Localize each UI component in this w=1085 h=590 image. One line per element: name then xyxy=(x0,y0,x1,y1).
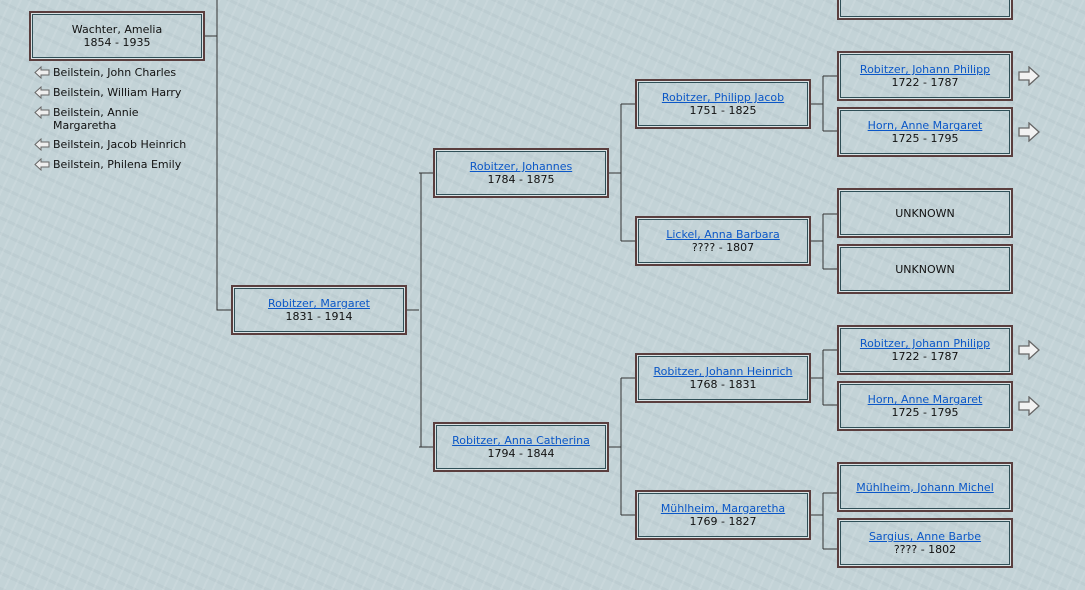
gg-grandparent-name-link[interactable]: Sargius, Anne Barbe xyxy=(868,530,982,543)
grandparent-name-link[interactable]: Robitzer, Anna Catherina xyxy=(452,434,590,447)
right-arrow-icon[interactable] xyxy=(1018,396,1040,416)
gg-grandparent-name-link[interactable]: Robitzer, Johann Philipp xyxy=(859,63,991,76)
gg-grandparent-dates: 1725 - 1795 xyxy=(891,132,959,145)
great-grandparent-dates: ???? - 1807 xyxy=(691,241,755,254)
child-name: Beilstein, John Charles xyxy=(53,66,177,79)
gg-grandparent-box: Horn, Anne Margaret 1725 - 1795 xyxy=(837,381,1013,431)
gg-grandparent-name-link[interactable]: Horn, Anne Margaret xyxy=(867,393,983,406)
unknown-label: UNKNOWN xyxy=(895,262,955,276)
gg-grandparent-dates: ???? - 1802 xyxy=(893,543,957,556)
left-arrow-icon xyxy=(34,66,50,79)
right-arrow-icon[interactable] xyxy=(1018,340,1040,360)
gg-grandparent-dates: 1722 - 1787 xyxy=(891,76,959,89)
child-item[interactable]: Beilstein, John Charles xyxy=(34,66,203,79)
great-grandparent-name-link[interactable]: Robitzer, Philipp Jacob xyxy=(661,91,785,104)
mother-person-box: Robitzer, Margaret 1831 - 1914 xyxy=(231,285,407,335)
great-grandparent-box: Robitzer, Philipp Jacob 1751 - 1825 xyxy=(635,79,811,129)
left-arrow-icon xyxy=(34,138,50,151)
gg-grandparent-name-link[interactable]: Robitzer, Johann Philipp xyxy=(859,337,991,350)
right-arrow-icon[interactable] xyxy=(1018,66,1040,86)
great-grandparent-box: Lickel, Anna Barbara ???? - 1807 xyxy=(635,216,811,266)
gg-grandparent-name-link[interactable]: Mühlheim, Johann Michel xyxy=(856,480,994,494)
gg-grandparent-box: Robitzer, Johann Philipp 1722 - 1787 xyxy=(837,325,1013,375)
great-grandparent-name-link[interactable]: Robitzer, Johann Heinrich xyxy=(653,365,793,378)
gg-grandparent-box: UNKNOWN xyxy=(837,188,1013,238)
grandparent-dates: 1794 - 1844 xyxy=(487,447,555,460)
great-grandparent-dates: 1751 - 1825 xyxy=(689,104,757,117)
gg-grandparent-name-link[interactable]: Horn, Anne Margaret xyxy=(867,119,983,132)
child-name: Beilstein, Jacob Heinrich xyxy=(53,138,187,151)
gg-grandparent-box: Mühlheim, Johann Michel xyxy=(837,462,1013,512)
child-name: Beilstein, Annie Margaretha xyxy=(53,106,139,132)
subject-name: Wachter, Amelia xyxy=(71,23,163,36)
great-grandparent-dates: 1769 - 1827 xyxy=(689,515,757,528)
left-arrow-icon xyxy=(34,86,50,99)
left-arrow-icon xyxy=(34,158,50,171)
right-arrow-icon[interactable] xyxy=(1018,122,1040,142)
grandparent-name-link[interactable]: Robitzer, Johannes xyxy=(469,160,573,173)
child-name: Beilstein, Philena Emily xyxy=(53,158,182,171)
great-grandparent-name-link[interactable]: Lickel, Anna Barbara xyxy=(666,228,780,241)
great-grandparent-box: Mühlheim, Margaretha 1769 - 1827 xyxy=(635,490,811,540)
great-grandparent-box: Robitzer, Johann Heinrich 1768 - 1831 xyxy=(635,353,811,403)
grandparent-box: Robitzer, Johannes 1784 - 1875 xyxy=(433,148,609,198)
great-grandparent-name-link[interactable]: Mühlheim, Margaretha xyxy=(660,502,786,515)
gg-grandparent-box: Robitzer, Johann Philipp 1722 - 1787 xyxy=(837,51,1013,101)
gg-grandparent-box: Sargius, Anne Barbe ???? - 1802 xyxy=(837,518,1013,568)
left-arrow-icon xyxy=(34,106,50,119)
gg-grandparent-box: Horn, Anne Margaret 1725 - 1795 xyxy=(837,107,1013,157)
gg-grandparent-box: UNKNOWN xyxy=(837,244,1013,294)
child-item[interactable]: Beilstein, Jacob Heinrich xyxy=(34,138,203,151)
grandparent-box: Robitzer, Anna Catherina 1794 - 1844 xyxy=(433,422,609,472)
child-item[interactable]: Beilstein, Philena Emily xyxy=(34,158,203,171)
subject-person-box: Wachter, Amelia 1854 - 1935 xyxy=(29,11,205,61)
partial-ancestor-box xyxy=(837,0,1013,20)
subject-dates: 1854 - 1935 xyxy=(83,36,151,49)
mother-name-link[interactable]: Robitzer, Margaret xyxy=(268,297,370,310)
great-grandparent-dates: 1768 - 1831 xyxy=(689,378,757,391)
gg-grandparent-dates: 1722 - 1787 xyxy=(891,350,959,363)
child-item[interactable]: Beilstein, William Harry xyxy=(34,86,203,99)
child-item[interactable]: Beilstein, Annie Margaretha xyxy=(34,106,163,132)
unknown-label: UNKNOWN xyxy=(895,206,955,220)
mother-dates: 1831 - 1914 xyxy=(285,310,353,323)
child-name: Beilstein, William Harry xyxy=(53,86,182,99)
gg-grandparent-dates: 1725 - 1795 xyxy=(891,406,959,419)
grandparent-dates: 1784 - 1875 xyxy=(487,173,555,186)
